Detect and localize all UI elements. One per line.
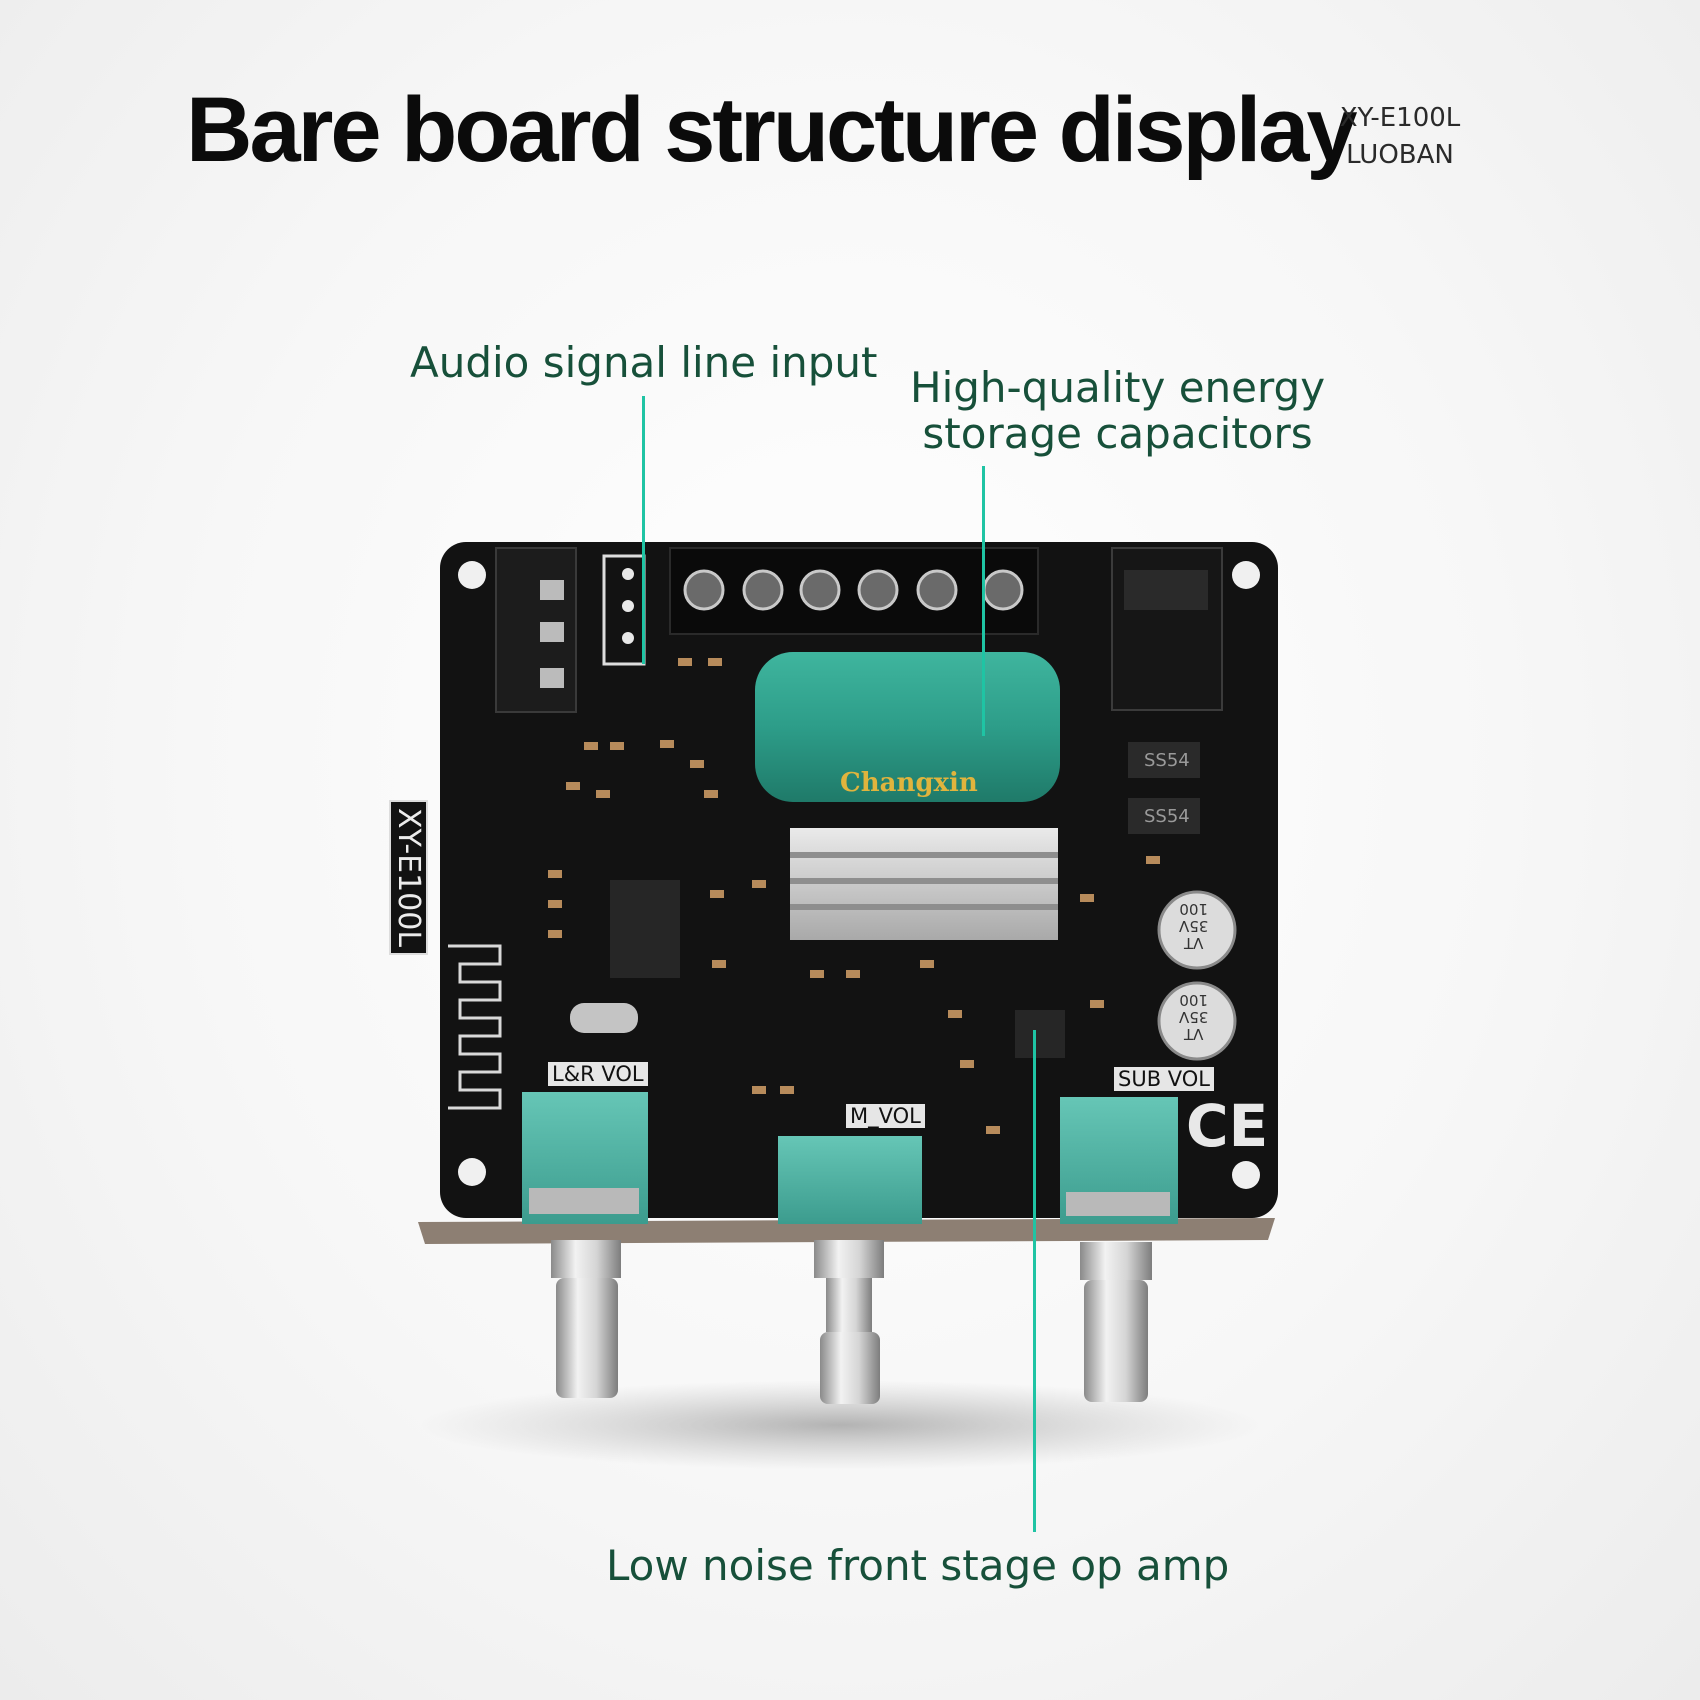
diode	[1128, 798, 1200, 834]
small-capacitor	[1157, 981, 1237, 1061]
op-amp-callout: Low noise front stage op amp	[606, 1541, 1230, 1590]
mounting-hole	[1232, 561, 1260, 589]
audio-input-leader	[642, 396, 645, 664]
diode	[1128, 742, 1200, 778]
ce-mark: CE	[1186, 1092, 1269, 1160]
audio-input-callout: Audio signal line input	[410, 338, 878, 387]
model-label: XY-E100L LUOBAN	[1330, 100, 1470, 174]
lr-vol-potentiometer	[522, 1092, 648, 1398]
m-vol-potentiometer	[778, 1136, 922, 1404]
sub-vol-potentiometer	[1060, 1097, 1178, 1402]
board-model-print: XY-E100L	[389, 800, 428, 956]
base-plate	[418, 1218, 1275, 1244]
heatsink	[790, 828, 1058, 940]
sub-vol-label: SUB VOL	[1114, 1067, 1215, 1091]
diode-code-1: SS54	[1144, 750, 1190, 771]
small-capacitor	[1157, 890, 1237, 970]
smd-components	[548, 658, 1160, 1134]
antenna-trace	[448, 944, 502, 1110]
diode-code-2: SS54	[1144, 806, 1190, 827]
amplifier-ic	[610, 880, 680, 978]
capacitors-callout-line1: High-quality energy	[910, 363, 1326, 412]
board-shadow	[420, 1380, 1260, 1470]
op-amp-leader	[1033, 1030, 1036, 1532]
capacitor-brand: Changxin	[840, 768, 978, 798]
terminal-block	[669, 547, 1039, 635]
model-code: XY-E100L	[1339, 103, 1461, 133]
capacitors-callout-line2: storage capacitors	[922, 409, 1313, 458]
model-sub: LUOBAN	[1346, 140, 1454, 170]
m-vol-label: M_VOL	[846, 1104, 925, 1128]
op-amp-ic	[1015, 1010, 1065, 1058]
small-cap-print-1: VT 35V 100	[1179, 900, 1209, 952]
lr-vol-label: L&R VOL	[548, 1062, 648, 1086]
crystal-oscillator	[570, 1003, 638, 1033]
page-title: Bare board structure display	[186, 79, 1358, 181]
small-cap-print-2: VT 35V 100	[1179, 991, 1209, 1043]
mounting-hole	[1232, 1161, 1260, 1189]
mounting-hole	[458, 1158, 486, 1186]
capacitors-callout: High-quality energy storage capacitors	[910, 365, 1325, 457]
capacitor-leader	[982, 466, 985, 736]
mounting-hole	[458, 561, 486, 589]
